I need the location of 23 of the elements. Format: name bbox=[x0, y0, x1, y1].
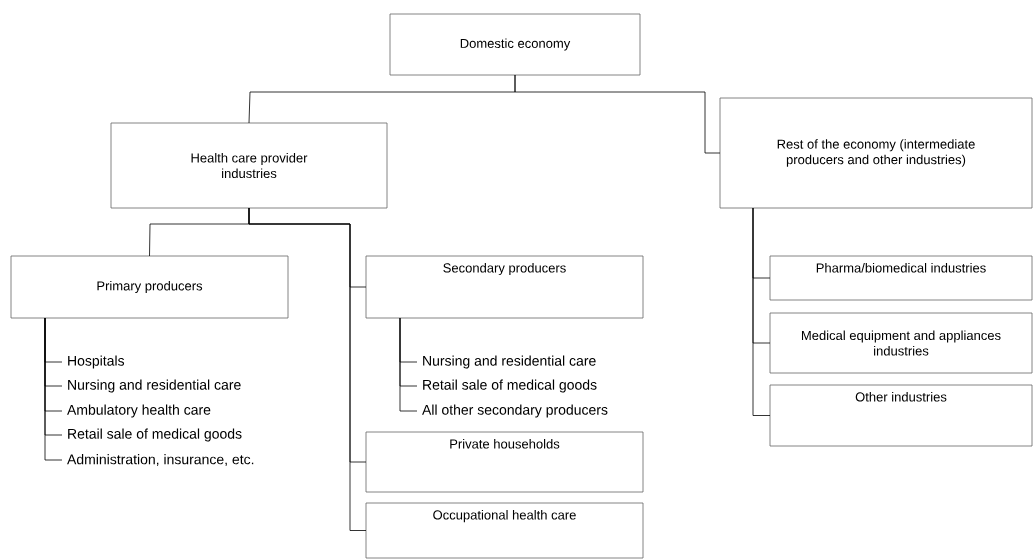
connector-line bbox=[514, 74, 721, 154]
process-box: Primary producers bbox=[10, 255, 289, 319]
process-box: Private households bbox=[365, 431, 644, 493]
process-box: Domestic economy bbox=[389, 13, 641, 76]
connector-line bbox=[399, 317, 418, 412]
connector-line bbox=[752, 207, 771, 416]
connector-line bbox=[248, 207, 367, 531]
process-box: Pharma/biomedical industries bbox=[769, 255, 1033, 301]
process-box: Medical equipment and appliances industries bbox=[769, 312, 1033, 374]
list-item: Nursing and residential care bbox=[68, 379, 241, 393]
process-box: Health care provider industries bbox=[110, 122, 388, 209]
list-item: Nursing and residential care bbox=[423, 355, 596, 369]
list-item: Retail sale of medical goods bbox=[423, 379, 597, 393]
list-item: Administration, insurance, etc. bbox=[67, 454, 254, 466]
list-item: Ambulatory health care bbox=[67, 404, 211, 418]
connector-line bbox=[44, 317, 63, 461]
list-item: All other secondary producers bbox=[422, 404, 608, 418]
process-box: Occupational health care bbox=[365, 502, 644, 559]
process-box: Secondary producers bbox=[365, 255, 644, 319]
list-item: Retail sale of medical goods bbox=[68, 428, 242, 442]
process-box: Rest of the economy (intermediate producers and other industries) bbox=[719, 97, 1033, 209]
process-box: Other industries bbox=[769, 384, 1033, 447]
list-item: Hospitals bbox=[68, 355, 125, 369]
